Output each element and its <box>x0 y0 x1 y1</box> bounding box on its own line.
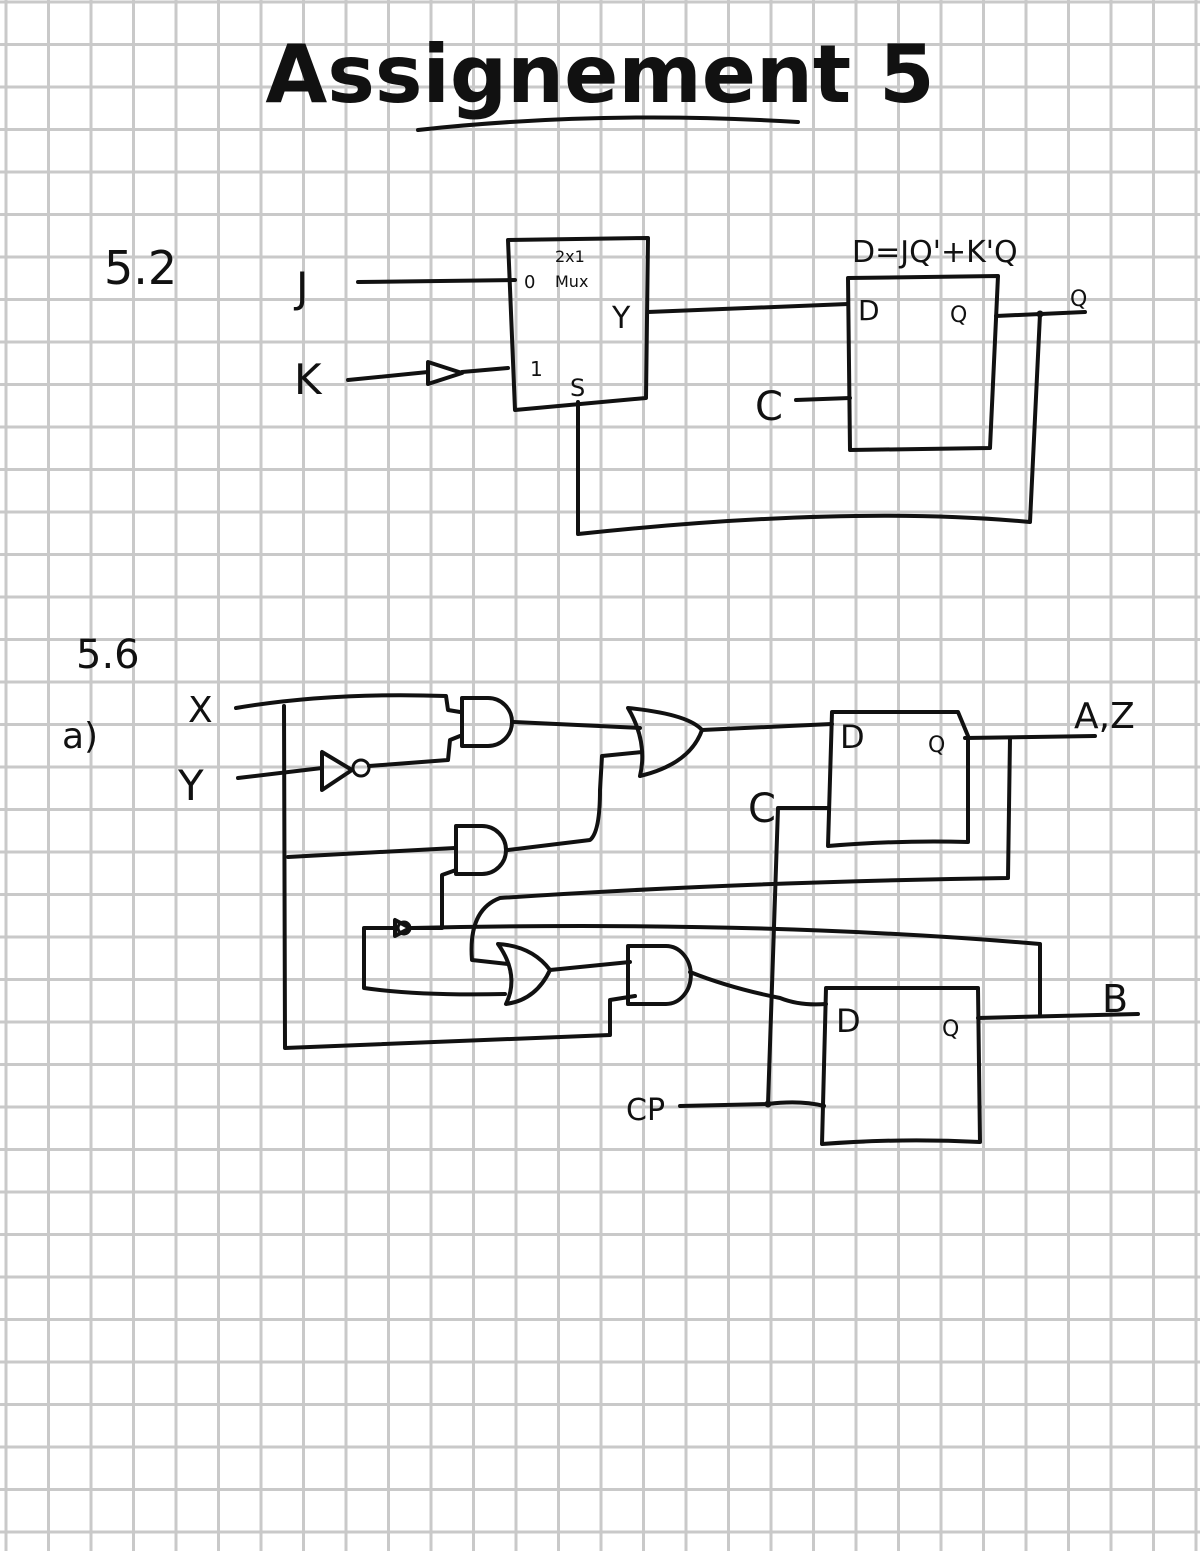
and-gate <box>460 696 514 748</box>
wire-cp <box>678 1100 826 1108</box>
wire-x-to-and2 <box>286 846 457 859</box>
wire-a-feedback <box>469 736 1012 966</box>
wire-or1-to-dff-a <box>700 722 834 732</box>
wire-and2-to-or1 <box>506 750 644 852</box>
mux-select-s: S <box>570 374 585 402</box>
ffa-d-label: D <box>840 718 865 756</box>
or-gate <box>496 942 552 1006</box>
wire-or2-to-and3 <box>548 960 632 972</box>
wire-y <box>236 766 324 780</box>
problem-5-6: 5.6 a) X Y D Q C A,Z <box>62 632 1140 1146</box>
clock-c-label: C <box>755 384 783 430</box>
and-gate <box>626 944 693 1006</box>
mux-input-0: 0 <box>524 272 535 293</box>
ff-d-label: D <box>858 294 880 327</box>
d-flipflop-a <box>826 710 970 848</box>
wire-a-out <box>963 734 1097 740</box>
clock-c-label: C <box>748 786 776 832</box>
page-title: Assignement 5 <box>265 28 934 121</box>
mux-type-line1: 2x1 <box>555 247 585 266</box>
input-k-label: K <box>294 355 323 404</box>
part-label: a) <box>62 716 98 757</box>
wire-y-to-d <box>646 302 850 314</box>
d-equation: D=JQ'+K'Q <box>852 235 1018 270</box>
input-x-label: X <box>188 690 213 731</box>
wire-ynot-to-and1 <box>367 734 462 768</box>
wire-k-not <box>460 366 510 374</box>
problem-5-2: 5.2 D=JQ'+K'Q J K 2x1 Mux 0 1 Y S D Q C … <box>104 235 1087 536</box>
d-flipflop-b <box>820 986 982 1146</box>
ffb-q-label: Q <box>942 1017 959 1042</box>
inverter-bubble <box>351 758 371 778</box>
output-q-label: Q <box>1070 287 1087 312</box>
output-a-label: A,Z <box>1074 696 1135 737</box>
not-gate <box>426 360 464 386</box>
wire-b-out <box>976 1012 1140 1020</box>
clock-cp-label: CP <box>626 1093 665 1128</box>
wire-clock <box>794 396 852 402</box>
problem-number: 5.6 <box>76 632 140 678</box>
wire-inverter-to-or2 <box>362 926 507 997</box>
wire-j <box>356 278 517 284</box>
wire-and1-to-or1 <box>512 720 642 730</box>
ff-q-label: Q <box>950 303 967 328</box>
wire-x-bus <box>282 704 637 1050</box>
ffa-q-label: Q <box>928 733 945 758</box>
ffb-d-label: D <box>836 1002 861 1040</box>
mux-type-line2: Mux <box>555 272 588 291</box>
wire-x <box>234 693 462 714</box>
wire-and3-to-dff-b <box>688 970 828 1007</box>
and-gate <box>454 824 508 876</box>
output-b-label: B <box>1102 977 1128 1021</box>
or-gate <box>626 706 704 778</box>
mux-input-1: 1 <box>530 357 543 381</box>
title-underline <box>416 115 800 132</box>
mux-output-y: Y <box>611 301 631 336</box>
wire-k <box>346 370 430 382</box>
input-j-label: J <box>293 263 308 312</box>
not-gate <box>320 750 354 792</box>
d-flipflop <box>846 274 1000 452</box>
wire-to-and2 <box>410 868 458 930</box>
wire-clock-to-dff-a <box>766 806 830 1106</box>
wire-b-feedback <box>410 924 1042 1016</box>
input-y-label: Y <box>177 761 204 810</box>
wire-feedback-select <box>576 312 1042 536</box>
mux-box <box>506 236 650 412</box>
problem-number: 5.2 <box>104 241 177 295</box>
